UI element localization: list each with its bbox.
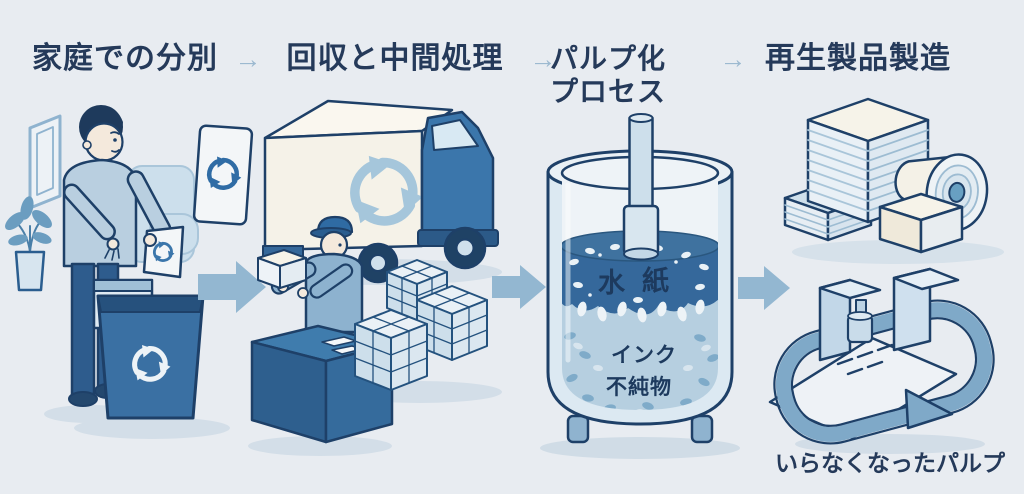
pulping-tank <box>546 149 734 426</box>
step-label-pulping-line2: プロセス <box>549 76 666 107</box>
held-bundle <box>257 249 307 289</box>
paper-sheet <box>142 225 185 279</box>
bin-opening <box>97 295 204 313</box>
windshield <box>431 119 479 151</box>
recycle-bin <box>96 294 205 420</box>
step-label-products: 再生製品製造 <box>765 42 951 75</box>
tank-label-paper: 紙 <box>642 266 670 296</box>
flow-arrow-1 <box>198 261 266 313</box>
cargo-top <box>263 99 454 140</box>
paper-bundle-stack-front <box>354 309 428 391</box>
flow-arrow-2 <box>492 265 546 309</box>
tank-leg <box>690 414 714 444</box>
step-label-collection: 回収と中間処理 <box>286 42 504 75</box>
web-dashes <box>836 343 894 376</box>
scene-pulping-tank <box>540 113 740 459</box>
press-clamp-left <box>818 278 882 362</box>
scene-collection-processing <box>248 99 502 456</box>
left-arm <box>62 183 116 241</box>
ear <box>82 140 92 150</box>
shoe <box>68 391 98 407</box>
step-label-pulping-line1: パルプ化 <box>549 43 666 74</box>
tank-label-ink: インク <box>611 344 677 367</box>
hand <box>297 287 309 299</box>
press-clamp-right <box>892 267 960 352</box>
recycle-poster <box>192 124 254 226</box>
press-piston <box>846 299 874 344</box>
scene-home-separation <box>5 105 254 439</box>
floor-shadow <box>248 436 392 456</box>
ink-specks <box>564 332 718 410</box>
flow-arrow-3 <box>738 266 790 310</box>
picture-frame <box>28 114 62 210</box>
pulp-press-machine <box>768 267 995 445</box>
step-label-home-sorting: 家庭での分別 <box>32 42 218 75</box>
leg <box>70 262 96 396</box>
tank-label-water: 水 <box>598 268 626 298</box>
paper-box <box>878 192 964 254</box>
slurry-top-layer <box>562 246 718 315</box>
eye <box>113 138 117 142</box>
tank-label-impurities: 不純物 <box>606 376 672 399</box>
caption-unneeded-pulp: いらなくなったパルプ <box>775 450 1005 476</box>
floor-shadow <box>74 417 230 439</box>
step-label-pulping: パルプ化 プロセス <box>548 42 668 108</box>
paper-bundle-stack-right <box>416 285 488 361</box>
plant-pot <box>14 250 46 292</box>
heading-flow-arrow-icon: → <box>234 44 262 74</box>
person-sorting <box>62 105 172 407</box>
waste-pulp-arrow <box>904 388 954 430</box>
mouth <box>111 149 120 153</box>
house-plant <box>5 196 52 292</box>
hand <box>143 233 157 247</box>
drips <box>577 299 705 323</box>
pale-specks <box>573 342 711 410</box>
mixer-shaft <box>622 113 660 261</box>
scene-product-manufacturing <box>768 97 1004 454</box>
left-hand <box>104 237 120 261</box>
eye <box>338 243 342 247</box>
tank-leg <box>566 414 590 444</box>
floor-shadow <box>540 437 740 459</box>
roll-core <box>948 181 966 203</box>
paper-specks <box>569 243 709 303</box>
face <box>84 122 124 162</box>
delivery-truck <box>262 99 499 284</box>
floor-shadow <box>792 240 1004 264</box>
heading-flow-arrow-icon: → <box>719 44 747 74</box>
arm <box>309 263 354 299</box>
heading-flow-arrow-icon: → <box>529 44 557 74</box>
